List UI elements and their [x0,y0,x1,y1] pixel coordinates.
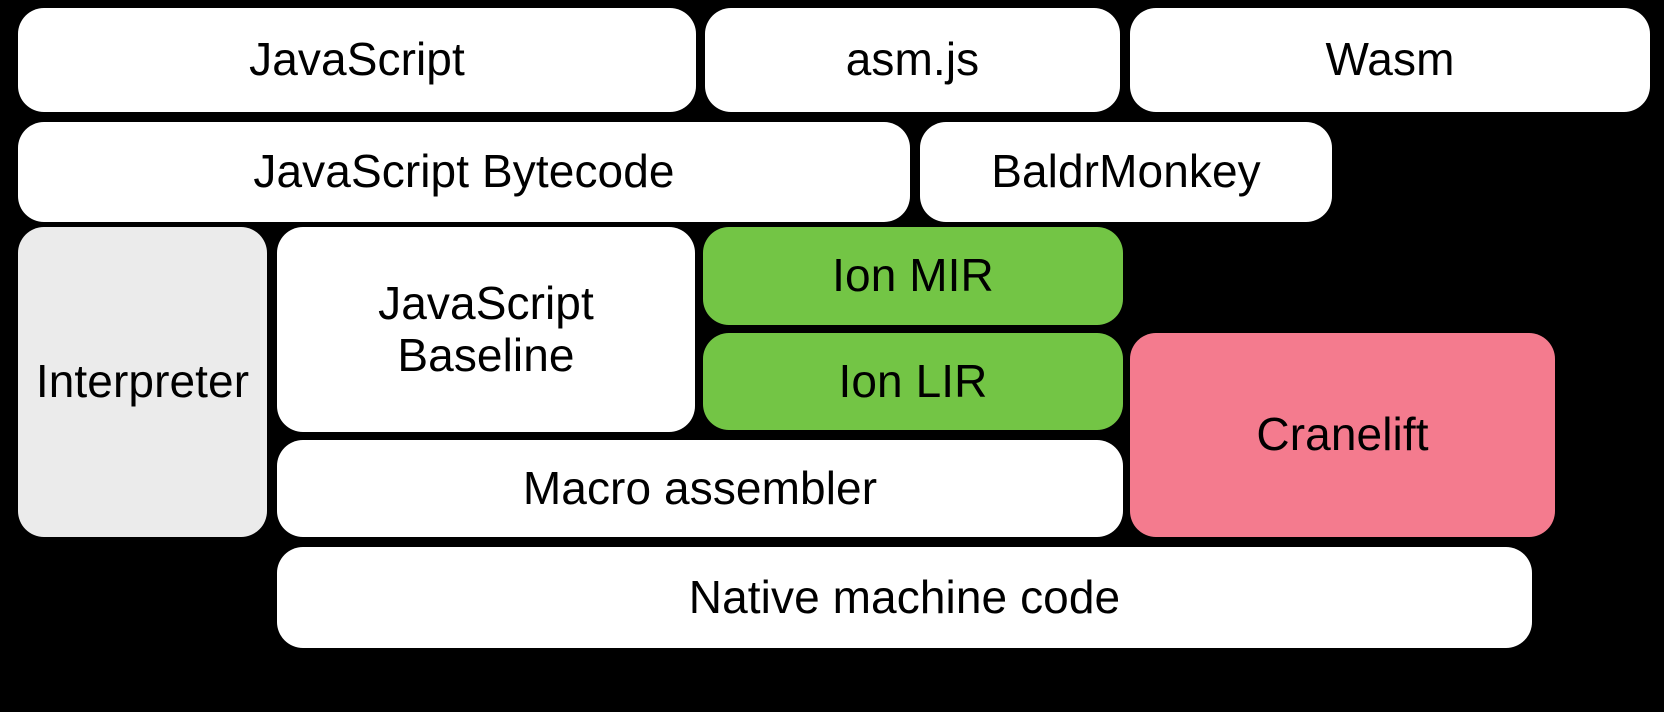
node-interpreter[interactable]: Interpreter [18,227,267,537]
node-interpreter-label: Interpreter [35,355,250,408]
node-ion-mir-label: Ion MIR [832,249,994,302]
node-macro-assembler-label: Macro assembler [522,461,878,514]
node-ion-mir[interactable]: Ion MIR [703,227,1123,325]
node-baldrmonkey[interactable]: BaldrMonkey [920,122,1332,222]
node-javascript-label: JavaScript [249,33,465,86]
node-wasm-label: Wasm [1325,33,1455,86]
node-baldrmonkey-label: BaldrMonkey [991,145,1261,198]
node-javascript-baseline-label: JavaScript Baseline [378,276,594,381]
node-native-machine-code-label: Native machine code [688,570,1121,623]
node-cranelift-label: Cranelift [1256,408,1429,461]
node-cranelift[interactable]: Cranelift [1130,333,1555,537]
node-native-machine-code[interactable]: Native machine code [277,547,1532,648]
node-javascript-bytecode-label: JavaScript Bytecode [253,145,675,198]
node-wasm[interactable]: Wasm [1130,8,1650,112]
node-asm-js-label: asm.js [845,33,980,86]
node-asm-js[interactable]: asm.js [705,8,1120,112]
node-macro-assembler[interactable]: Macro assembler [277,440,1123,537]
node-javascript-bytecode[interactable]: JavaScript Bytecode [18,122,910,222]
node-javascript[interactable]: JavaScript [18,8,696,112]
node-ion-lir-label: Ion LIR [838,354,988,407]
node-javascript-baseline[interactable]: JavaScript Baseline [277,227,695,432]
node-ion-lir[interactable]: Ion LIR [703,333,1123,430]
